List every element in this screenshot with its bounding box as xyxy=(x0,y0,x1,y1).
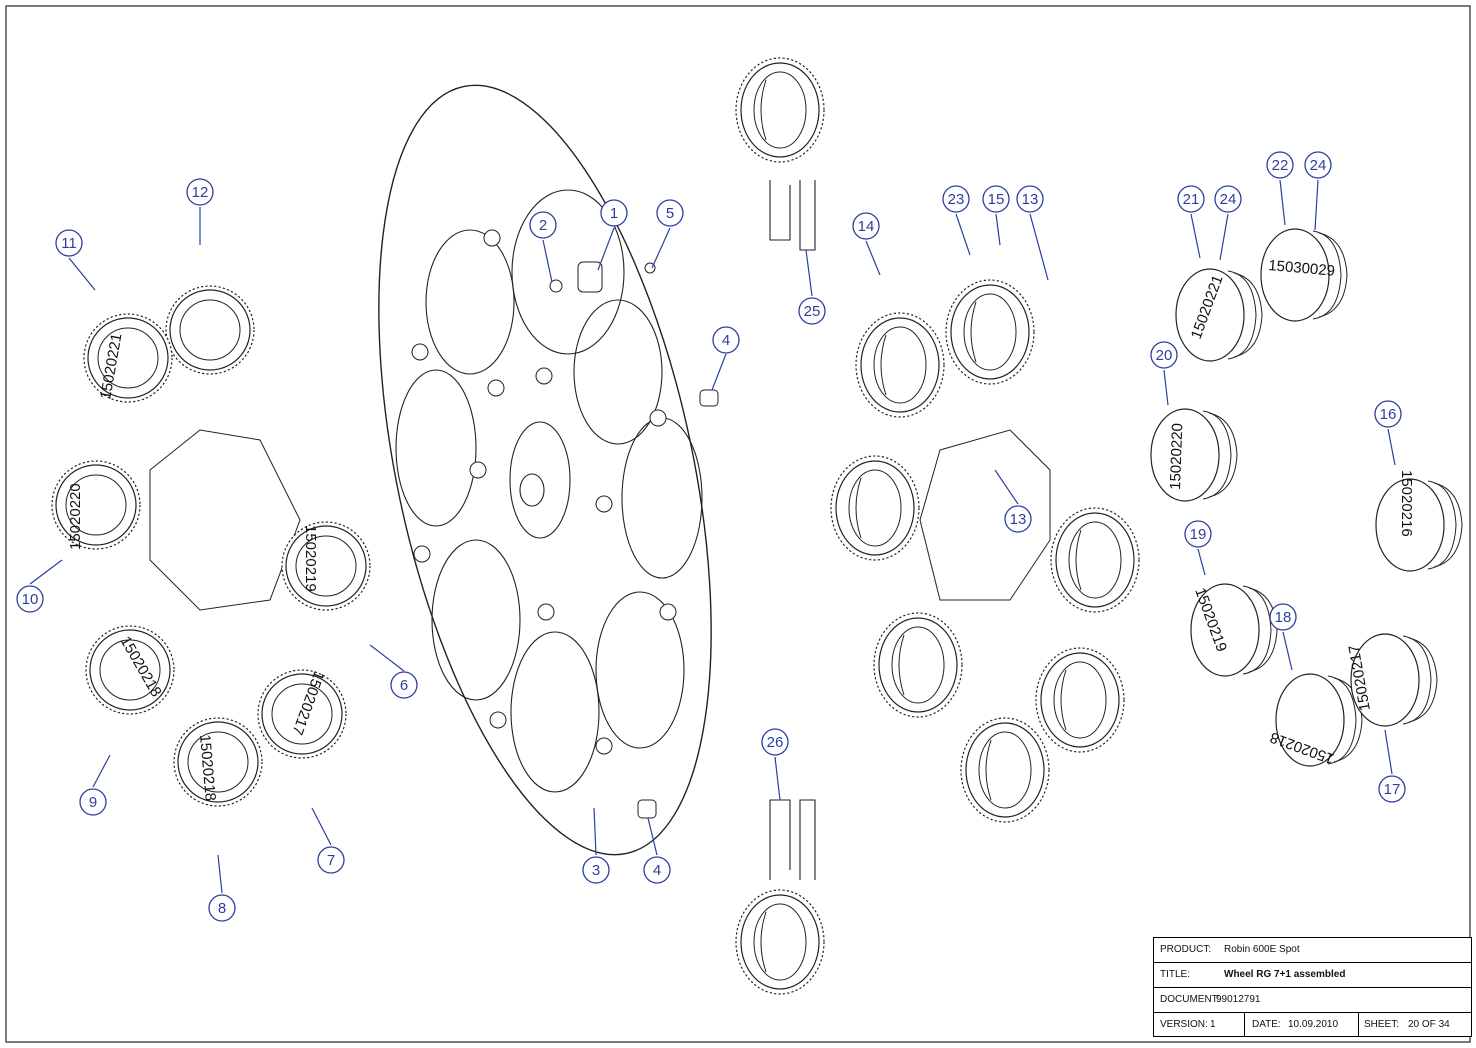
gear-lever-top xyxy=(735,57,825,251)
svg-text:7: 7 xyxy=(327,852,335,869)
part-code-stamp: 15020218 xyxy=(196,734,219,802)
callout-balloon: 13 xyxy=(1004,505,1032,533)
svg-text:20: 20 xyxy=(1156,347,1173,364)
callout-balloon: 3 xyxy=(582,856,610,884)
callout-balloon: 24 xyxy=(1304,151,1332,179)
callout-balloon: 19 xyxy=(1184,520,1212,548)
title-block-version-row: VERSION: 1 DATE: 10.09.2010 SHEET: 20 OF… xyxy=(1154,1013,1471,1037)
callout-balloon: 17 xyxy=(1378,775,1406,803)
svg-text:24: 24 xyxy=(1310,157,1327,174)
callout-balloon: 12 xyxy=(186,178,214,206)
svg-text:23: 23 xyxy=(948,191,965,208)
callout-balloon: 7 xyxy=(317,846,345,874)
callout-balloon: 6 xyxy=(390,671,418,699)
part-code-stamp: 15020219 xyxy=(302,525,319,592)
svg-text:19: 19 xyxy=(1190,526,1207,543)
title-block-title-row: TITLE: Wheel RG 7+1 assembled xyxy=(1154,963,1471,988)
svg-text:1: 1 xyxy=(610,205,618,222)
right-gear-group xyxy=(830,279,1140,823)
callout-balloon: 10 xyxy=(16,585,44,613)
svg-text:18: 18 xyxy=(1275,609,1292,626)
svg-text:2: 2 xyxy=(539,217,547,234)
product-label: PRODUCT: xyxy=(1160,944,1212,955)
product-value: Robin 600E Spot xyxy=(1224,944,1300,955)
date-label: DATE: xyxy=(1252,1019,1281,1030)
callout-balloon: 8 xyxy=(208,894,236,922)
part-code-stamp: 15020220 xyxy=(1167,423,1186,490)
sheet-value: 20 OF 34 xyxy=(1408,1019,1450,1030)
svg-text:24: 24 xyxy=(1220,191,1237,208)
svg-text:26: 26 xyxy=(767,734,784,751)
svg-text:4: 4 xyxy=(653,862,661,879)
document-label: DOCUMENT: xyxy=(1160,994,1220,1005)
callout-balloon: 26 xyxy=(761,728,789,756)
svg-text:22: 22 xyxy=(1272,157,1289,174)
svg-text:10: 10 xyxy=(22,591,39,608)
callout-balloon: 22 xyxy=(1266,151,1294,179)
sheet-label: SHEET: xyxy=(1364,1019,1400,1030)
callout-balloon: 15 xyxy=(982,185,1010,213)
callout-balloon: 24 xyxy=(1214,185,1242,213)
version-label: VERSION: xyxy=(1160,1019,1208,1030)
svg-text:14: 14 xyxy=(858,218,875,235)
svg-text:11: 11 xyxy=(61,235,77,252)
date-value: 10.09.2010 xyxy=(1288,1019,1339,1030)
leader-lines xyxy=(29,179,1396,894)
gear-lever-bottom xyxy=(735,799,825,995)
callout-balloon: 11 xyxy=(55,229,83,257)
callout-balloon: 13 xyxy=(1016,185,1044,213)
title-block-product-row: PRODUCT: Robin 600E Spot xyxy=(1154,938,1471,963)
callout-balloon: 4 xyxy=(643,856,671,884)
part-code-stamp: 15030029 xyxy=(1268,257,1336,280)
callout-balloon: 16 xyxy=(1374,400,1402,428)
callout-balloon: 20 xyxy=(1150,341,1178,369)
svg-text:4: 4 xyxy=(722,332,730,349)
title-value: Wheel RG 7+1 assembled xyxy=(1224,969,1346,980)
svg-text:9: 9 xyxy=(89,794,97,811)
title-block-document-row: DOCUMENT: 99012791 xyxy=(1154,988,1471,1013)
title-block: PRODUCT: Robin 600E Spot TITLE: Wheel RG… xyxy=(1153,937,1472,1037)
svg-text:5: 5 xyxy=(666,205,674,222)
svg-text:3: 3 xyxy=(592,862,600,879)
callout-balloon: 18 xyxy=(1269,603,1297,631)
callout-balloon: 9 xyxy=(79,788,107,816)
callouts: 1 2 3 4 4 5 6 7 8 9 10 11 12 13 13 14 15… xyxy=(16,151,1406,922)
svg-text:21: 21 xyxy=(1183,191,1200,208)
svg-text:8: 8 xyxy=(218,900,226,917)
callout-balloon: 1 xyxy=(600,199,628,227)
wheel-plate xyxy=(378,84,719,856)
left-gear-group xyxy=(51,285,371,807)
callout-balloon: 5 xyxy=(656,199,684,227)
callout-balloon: 25 xyxy=(798,297,826,325)
svg-text:16: 16 xyxy=(1380,406,1397,423)
callout-balloon: 21 xyxy=(1177,185,1205,213)
svg-text:17: 17 xyxy=(1384,781,1401,798)
svg-text:6: 6 xyxy=(400,677,408,694)
svg-text:25: 25 xyxy=(804,303,821,320)
svg-text:12: 12 xyxy=(192,184,209,201)
part-code-stamp: 15020216 xyxy=(1398,470,1415,537)
svg-text:13: 13 xyxy=(1010,511,1027,528)
version-value: 1 xyxy=(1210,1019,1216,1030)
document-value: 99012791 xyxy=(1216,994,1261,1005)
callout-balloon: 4 xyxy=(712,326,740,354)
svg-text:15: 15 xyxy=(988,191,1005,208)
callout-balloon: 14 xyxy=(852,212,880,240)
callout-balloon: 23 xyxy=(942,185,970,213)
callout-balloon: 2 xyxy=(529,211,557,239)
svg-text:13: 13 xyxy=(1022,191,1039,208)
part-code-stamp: 15020220 xyxy=(67,483,84,550)
title-label: TITLE: xyxy=(1160,969,1191,980)
